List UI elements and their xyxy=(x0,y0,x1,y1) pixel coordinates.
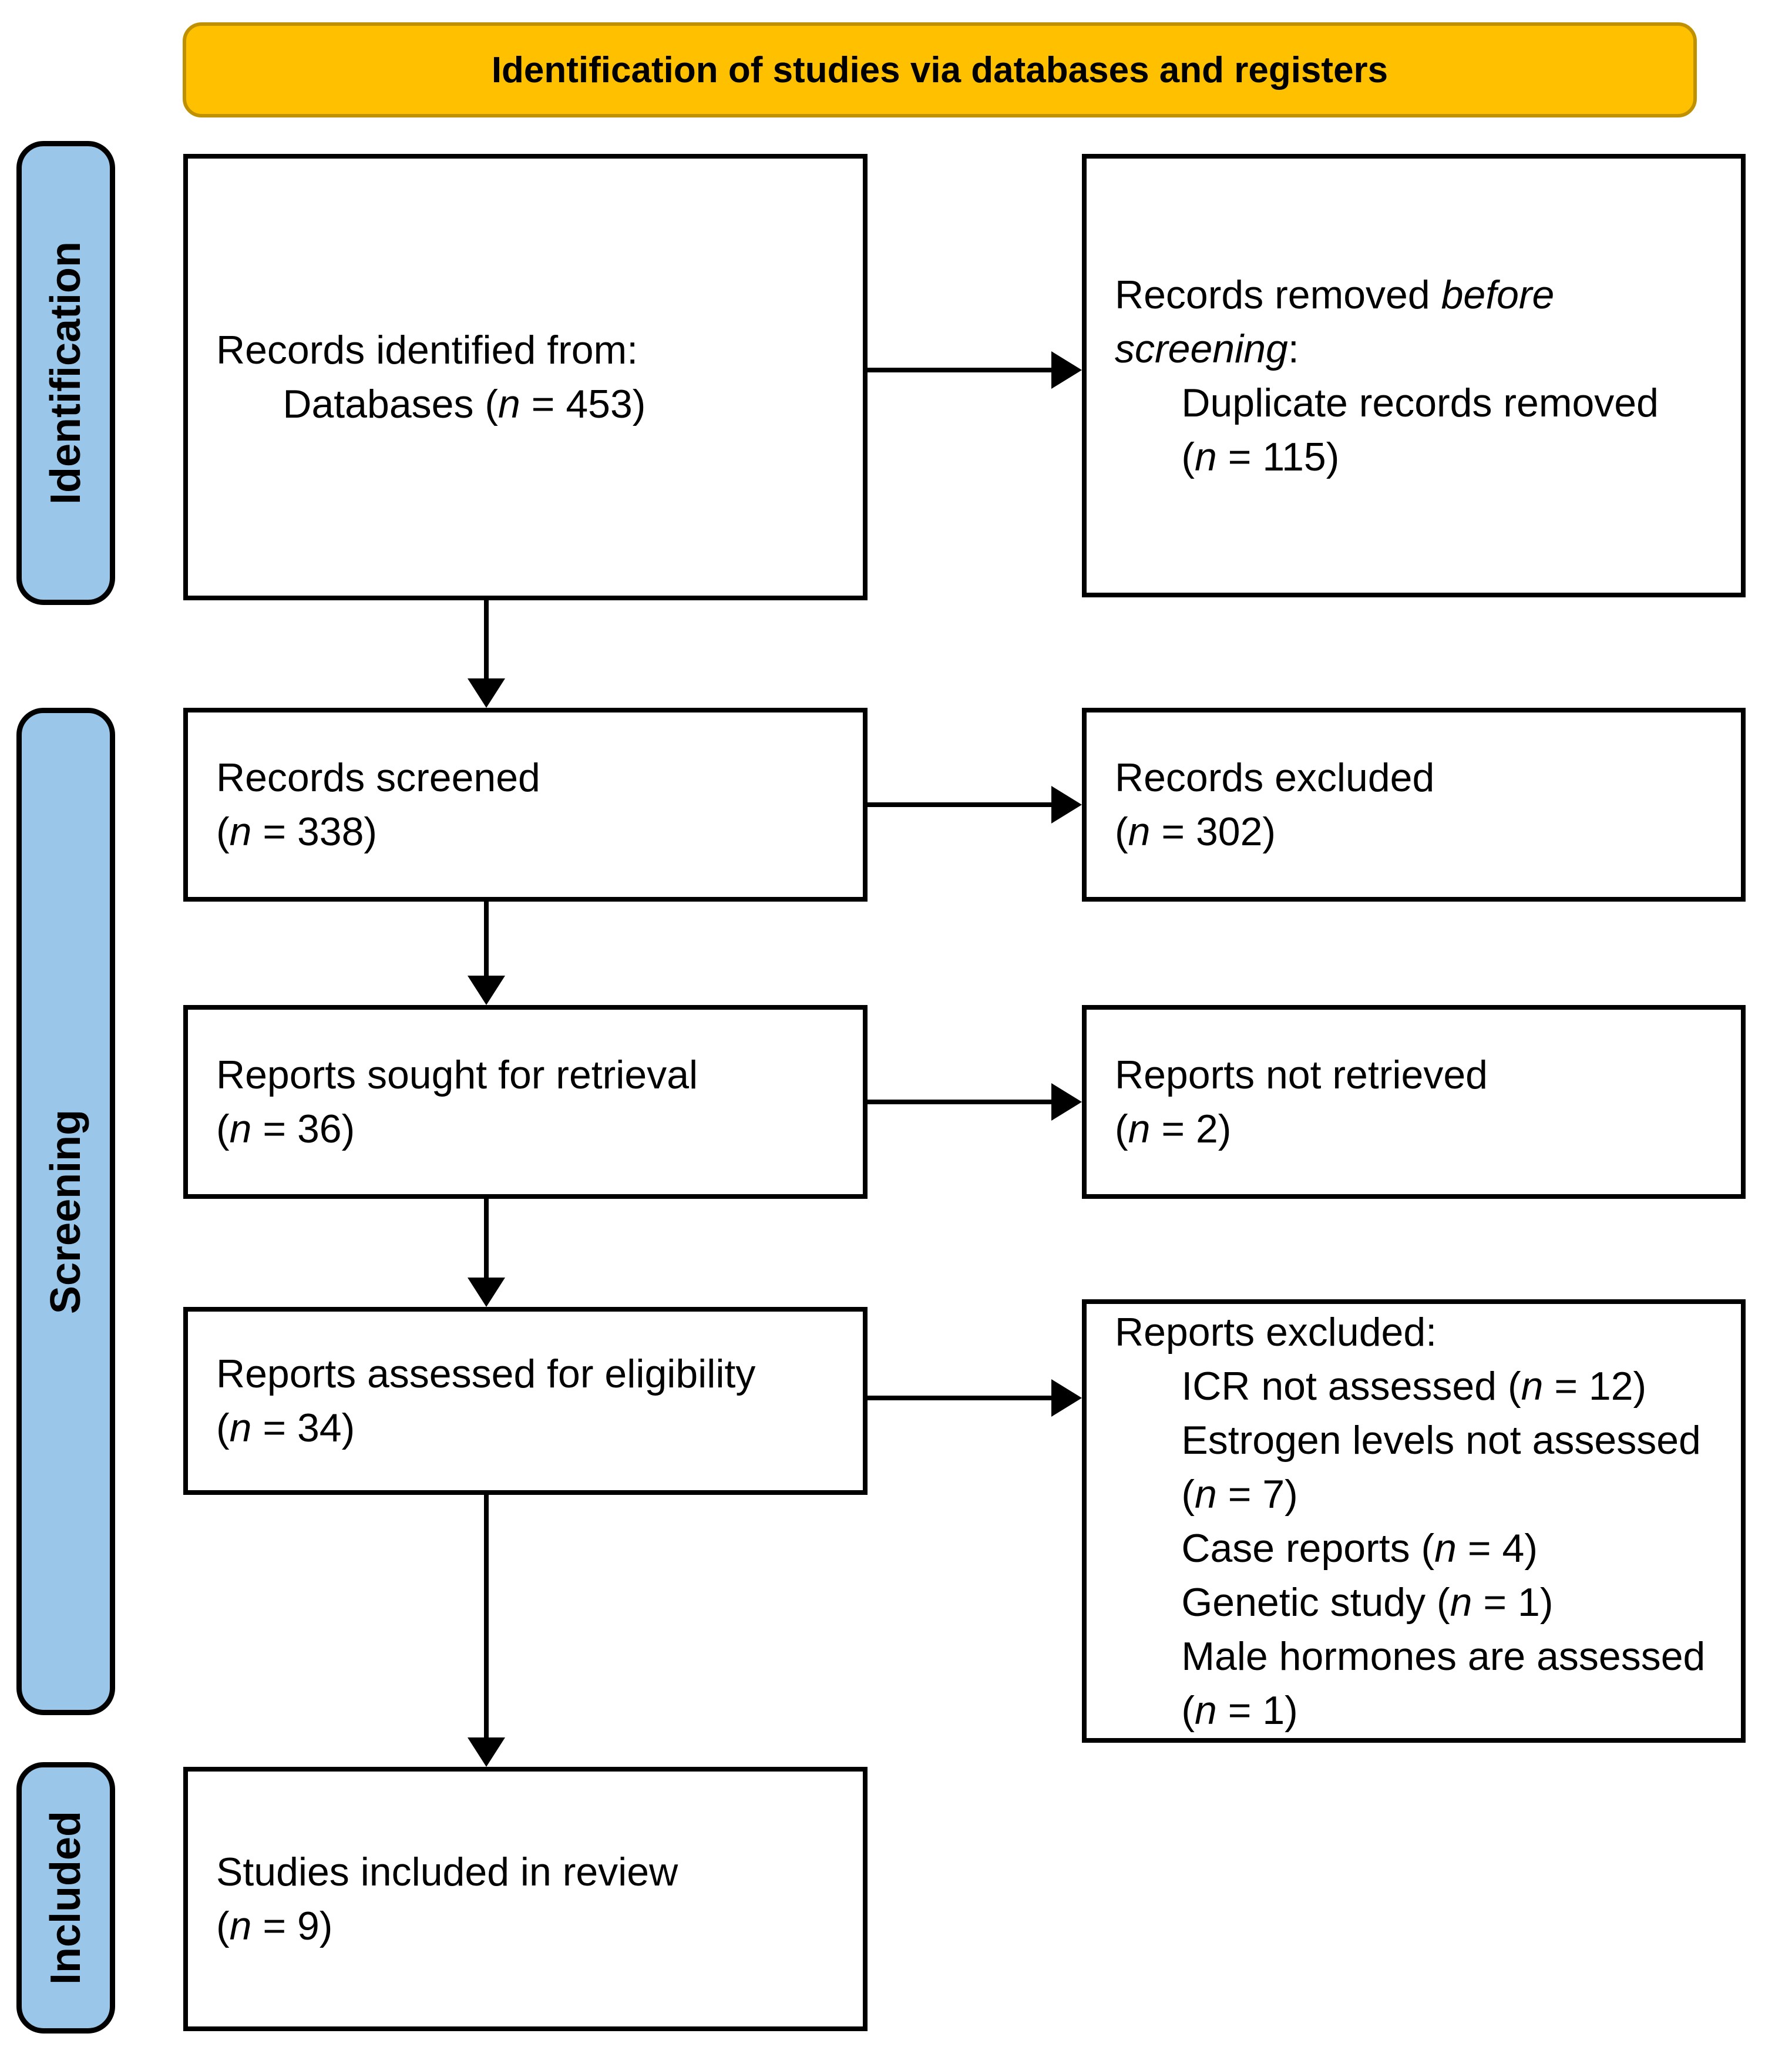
box-reports-excluded: Reports excluded: ICR not assessed (n = … xyxy=(1082,1299,1746,1743)
arrow-identified-to-screened-line xyxy=(484,600,489,684)
box-reports-excluded-text: Reports excluded: ICR not assessed (n = … xyxy=(1115,1309,1706,1733)
arrowhead-down-icon xyxy=(468,1737,505,1767)
box-records-identified-text: Records identified from: Databases (n = … xyxy=(216,328,646,426)
box-reports-sought: Reports sought for retrieval (n = 36) xyxy=(183,1005,868,1199)
stage-label-screening-text: Screening xyxy=(42,1109,89,1314)
stage-label-identification-text: Identification xyxy=(42,241,89,505)
box-records-removed: Records removed before screening: Duplic… xyxy=(1082,154,1746,597)
arrow-screened-to-excluded-line xyxy=(868,802,1051,807)
arrow-sought-to-not-retrieved-line xyxy=(868,1100,1051,1104)
arrowhead-down-icon xyxy=(468,678,505,708)
box-reports-not-retrieved: Reports not retrieved (n = 2) xyxy=(1082,1005,1746,1199)
box-reports-assessed-text: Reports assessed for eligibility (n = 34… xyxy=(216,1352,756,1450)
box-reports-not-retrieved-text: Reports not retrieved (n = 2) xyxy=(1115,1053,1488,1151)
stage-label-screening: Screening xyxy=(16,708,115,1715)
arrow-screened-to-sought-line xyxy=(484,902,489,982)
box-records-screened-text: Records screened (n = 338) xyxy=(216,755,540,854)
box-records-screened: Records screened (n = 338) xyxy=(183,708,868,902)
arrowhead-right-icon xyxy=(1051,351,1082,389)
stage-label-included: Included xyxy=(16,1762,115,2034)
box-records-removed-text: Records removed before screening: Duplic… xyxy=(1115,272,1659,479)
box-studies-included-text: Studies included in review (n = 9) xyxy=(216,1850,678,1948)
arrowhead-right-icon xyxy=(1051,1083,1082,1121)
arrowhead-down-icon xyxy=(468,976,505,1005)
banner-title: Identification of studies via databases … xyxy=(183,22,1697,117)
stage-label-included-text: Included xyxy=(42,1810,90,1985)
arrowhead-right-icon xyxy=(1051,1379,1082,1417)
box-studies-included: Studies included in review (n = 9) xyxy=(183,1767,868,2031)
box-reports-sought-text: Reports sought for retrieval (n = 36) xyxy=(216,1053,698,1151)
arrowhead-right-icon xyxy=(1051,786,1082,824)
arrowhead-down-icon xyxy=(468,1278,505,1307)
box-records-identified: Records identified from: Databases (n = … xyxy=(183,154,868,600)
arrow-identified-to-removed-line xyxy=(868,368,1051,372)
box-records-excluded-text: Records excluded (n = 302) xyxy=(1115,755,1435,854)
arrow-sought-to-assessed-line xyxy=(484,1199,489,1283)
arrow-assessed-to-excluded-line xyxy=(868,1396,1051,1400)
box-reports-assessed: Reports assessed for eligibility (n = 34… xyxy=(183,1307,868,1495)
stage-label-identification: Identification xyxy=(16,141,115,605)
arrow-assessed-to-included-line xyxy=(484,1495,489,1743)
box-records-excluded: Records excluded (n = 302) xyxy=(1082,708,1746,902)
